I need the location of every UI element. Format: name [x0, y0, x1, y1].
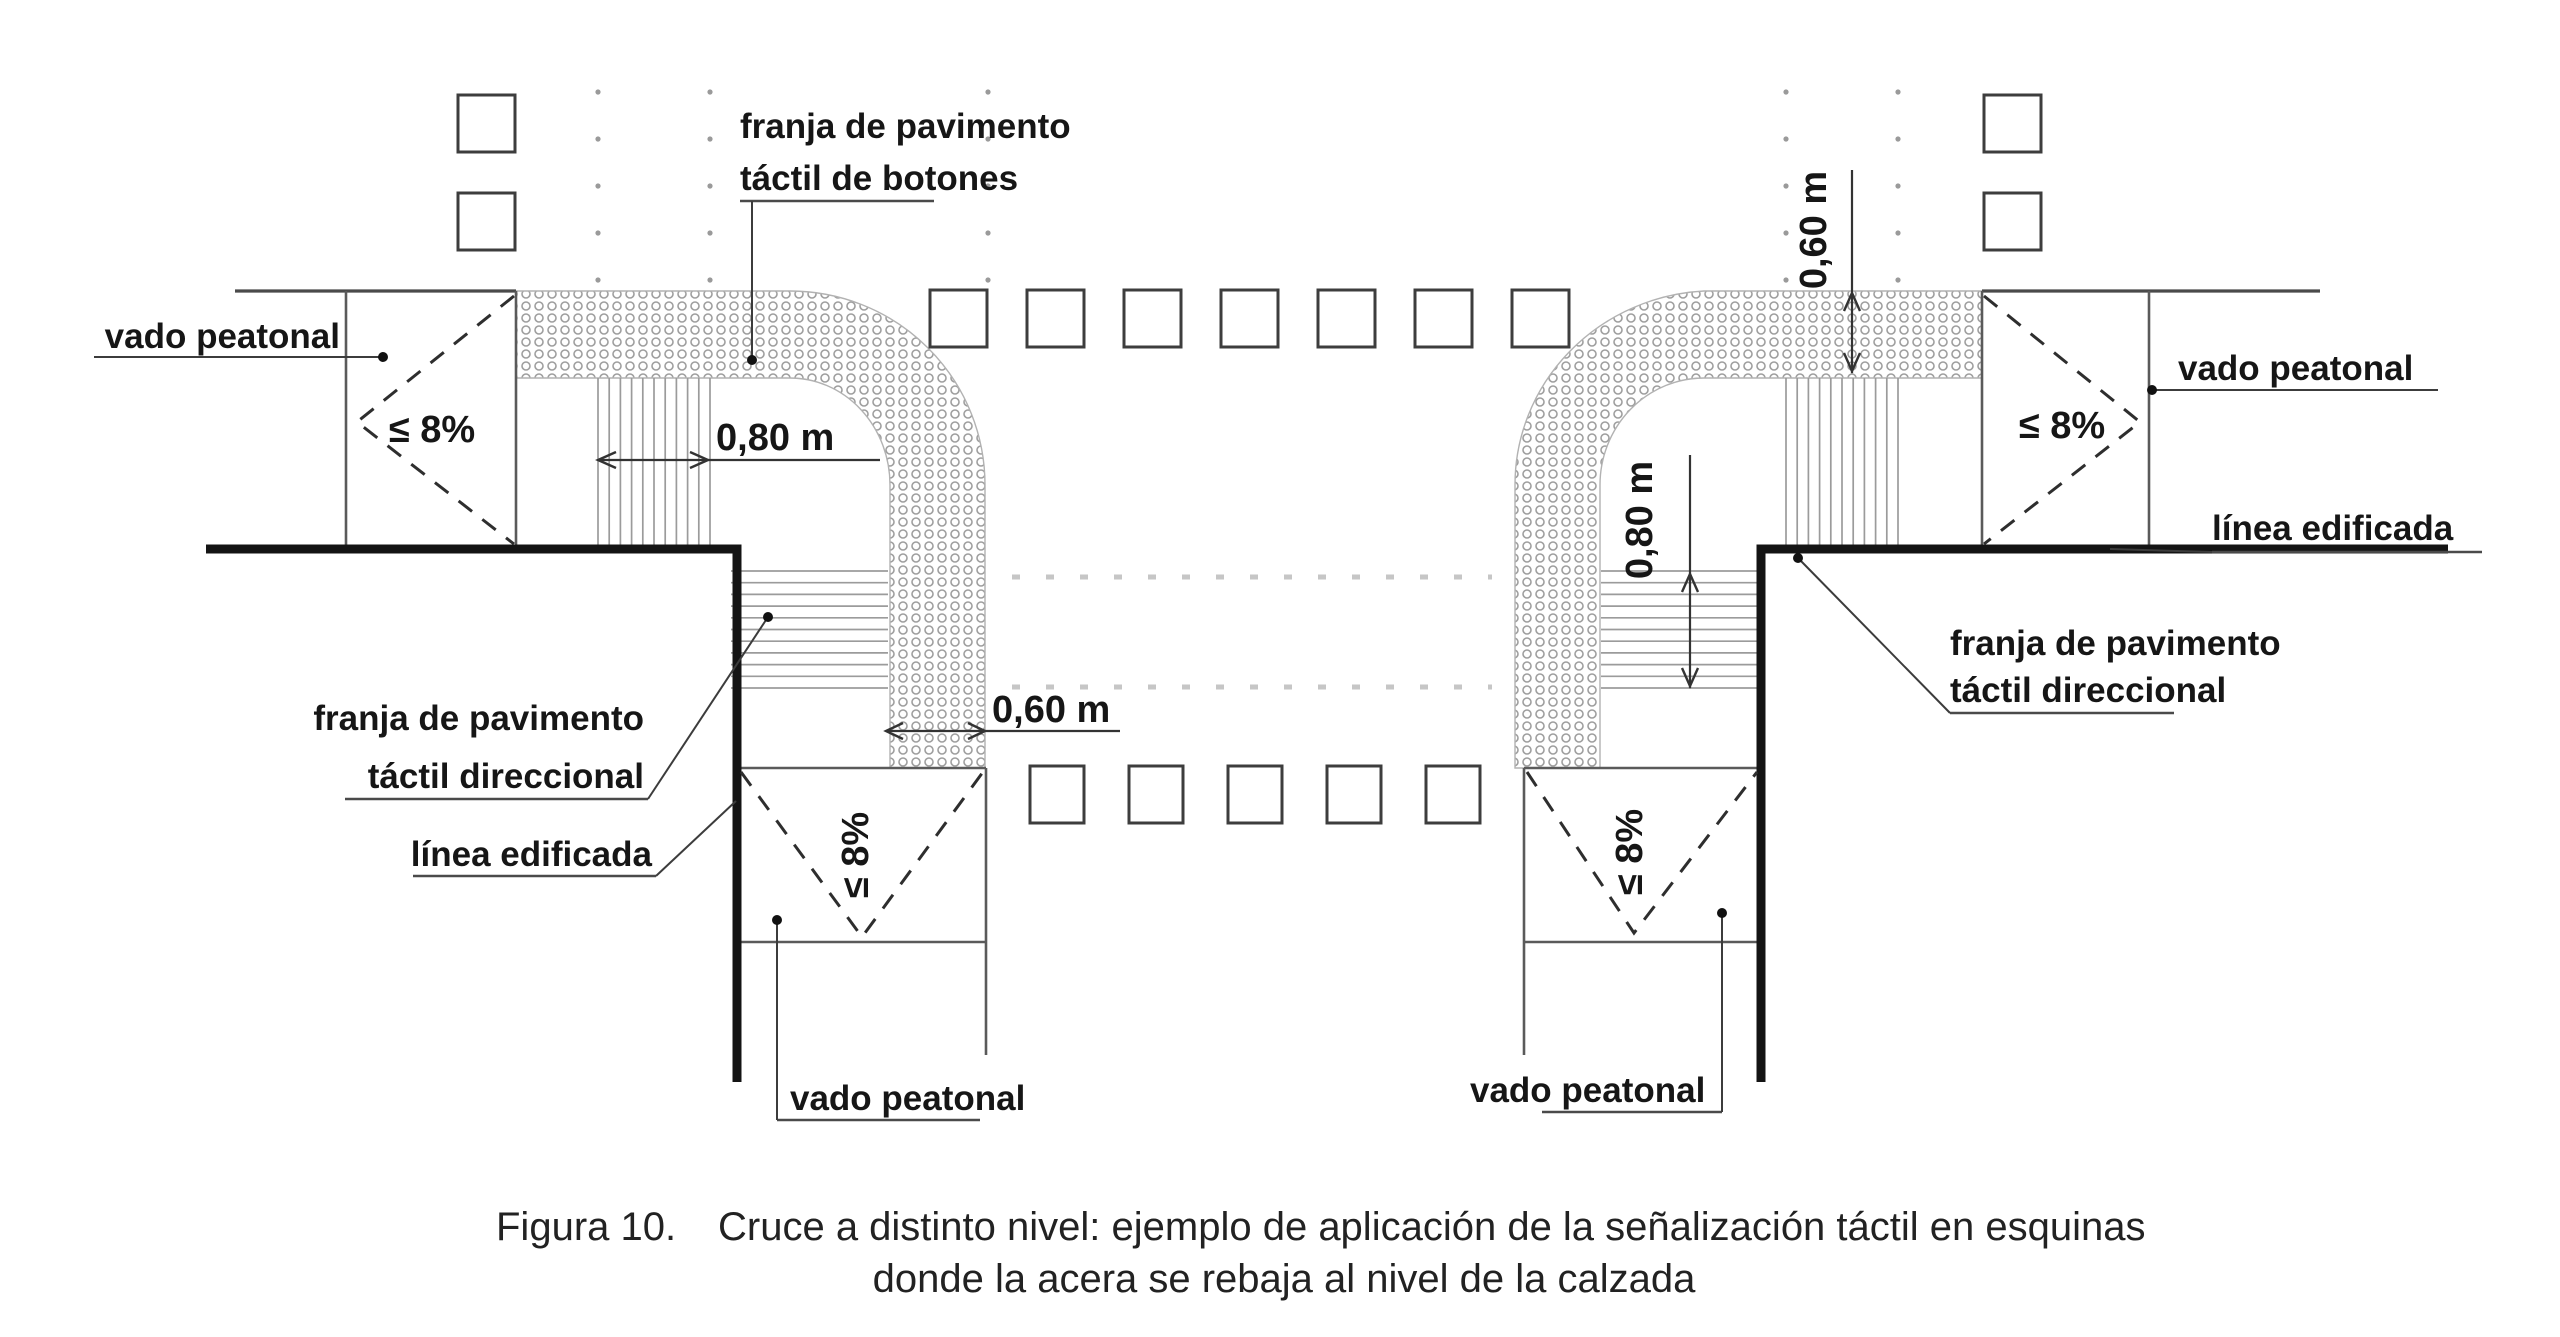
zebra-square: [1982, 93, 2043, 154]
dotted-projection-lines: [595, 89, 1901, 283]
caption-figure-number: Figura 10.: [496, 1205, 676, 1249]
botones-band-left: [515, 290, 986, 769]
zebra-square: [1028, 764, 1086, 825]
label-linea-edificada-right: línea edificada: [2109, 509, 2482, 554]
label-botones-line2: táctil de botones: [740, 159, 1018, 198]
slope-label-top-left: ≤ 8%: [389, 409, 475, 451]
zebra-square: [1424, 764, 1482, 825]
dim-080-right-text: 0,80 m: [1619, 461, 1661, 579]
zebra-square: [1316, 288, 1377, 349]
zebra-square: [1127, 764, 1185, 825]
building-line-right: [1756, 544, 2448, 1082]
building-line-left: [206, 544, 742, 1082]
label-vado-top-right-text: vado peatonal: [2178, 349, 2413, 388]
dimension-060-right: 0,60 m: [1793, 170, 1862, 374]
label-linea-edificada-left: línea edificada: [411, 800, 737, 878]
projection-dot: [707, 136, 713, 142]
slope-vee-bottom-left: [739, 771, 985, 940]
dimension-080-right: 0,80 m: [1619, 455, 1700, 689]
caption-line2: donde la acera se rebaja al nivel de la …: [873, 1257, 1697, 1301]
label-direccional-right: franja de pavimento táctil direccional: [1793, 553, 2281, 715]
vado-box-bottom-left: [738, 766, 988, 1055]
zebra-square: [1122, 288, 1183, 349]
projection-dot: [1895, 230, 1901, 236]
projection-dot: [595, 89, 601, 95]
label-direccional-left-line2: táctil direccional: [368, 757, 644, 796]
dim-060-left-text: 0,60 m: [992, 689, 1110, 731]
slope-vee-bottom-right: [1525, 771, 1759, 936]
projection-dot: [595, 230, 601, 236]
slope-label-bottom-left: ≤ 8%: [835, 812, 877, 898]
zebra-square: [456, 93, 517, 154]
zebra-square: [1510, 288, 1571, 349]
projection-dot: [707, 89, 713, 95]
vado-box-top-right: [1980, 291, 2151, 549]
zebra-square: [1025, 288, 1086, 349]
projection-dot: [1895, 136, 1901, 142]
caption: Figura 10. Cruce a distinto nivel: ejemp…: [496, 1205, 2146, 1301]
projection-dot: [985, 277, 991, 283]
zebra-crossing-squares: [456, 93, 2043, 825]
label-direccional-right-line1: franja de pavimento: [1950, 624, 2281, 663]
zebra-square: [1219, 288, 1280, 349]
vado-box-bottom-right: [1522, 766, 1758, 1055]
label-vado-bottom-left: vado peatonal: [772, 915, 1025, 1122]
projection-dot: [595, 183, 601, 189]
slope-label-bottom-right: ≤ 8%: [1609, 809, 1651, 895]
botones-band-right: [1514, 290, 1983, 769]
road-centre-dashes: [1012, 574, 1492, 690]
caption-line1: Cruce a distinto nivel: ejemplo de aplic…: [718, 1205, 2146, 1249]
projection-dot: [707, 277, 713, 283]
projection-dot: [595, 277, 601, 283]
label-vado-top-left: vado peatonal: [94, 317, 388, 362]
slope-vee-top-right: [1983, 294, 2143, 546]
label-linea-edificada-left-text: línea edificada: [411, 835, 653, 874]
projection-dot: [595, 136, 601, 142]
dim-080-left-text: 0,80 m: [716, 417, 834, 459]
projection-dot: [1783, 136, 1789, 142]
projection-dot: [707, 230, 713, 236]
label-vado-bottom-left-text: vado peatonal: [790, 1079, 1025, 1118]
direccional-strips: [597, 378, 1899, 689]
projection-dot: [1783, 277, 1789, 283]
label-direccional-right-line2: táctil direccional: [1950, 671, 2226, 710]
label-direccional-left-line1: franja de pavimento: [313, 699, 644, 738]
projection-dot: [1783, 183, 1789, 189]
label-vado-top-left-text: vado peatonal: [105, 317, 340, 356]
projection-dot: [985, 230, 991, 236]
label-botones-line1: franja de pavimento: [740, 107, 1071, 146]
label-vado-top-right: vado peatonal: [2147, 349, 2438, 395]
projection-dot: [1783, 89, 1789, 95]
slope-label-top-right: ≤ 8%: [2019, 405, 2105, 447]
projection-dot: [985, 89, 991, 95]
dimension-080-left: 0,80 m: [595, 417, 880, 470]
label-botones: franja de pavimento táctil de botones: [740, 107, 1071, 365]
label-direccional-left: franja de pavimento táctil direccional: [313, 612, 773, 801]
projection-dot: [707, 183, 713, 189]
dim-060-right-text: 0,60 m: [1793, 171, 1835, 289]
zebra-square: [1226, 764, 1284, 825]
zebra-square: [456, 191, 517, 252]
projection-dot: [1895, 89, 1901, 95]
zebra-square: [1325, 764, 1383, 825]
zebra-square: [1982, 191, 2043, 252]
vado-box-top-left: [344, 291, 518, 549]
slope-vee-top-left: [354, 294, 515, 546]
label-vado-bottom-right: vado peatonal: [1470, 908, 1727, 1114]
label-linea-edificada-right-text: línea edificada: [2212, 509, 2454, 548]
label-vado-bottom-right-text: vado peatonal: [1470, 1071, 1705, 1110]
zebra-square: [928, 288, 989, 349]
projection-dot: [1895, 277, 1901, 283]
dimension-060-left: 0,60 m: [883, 689, 1120, 741]
projection-dot: [1783, 230, 1789, 236]
projection-dot: [985, 136, 991, 142]
projection-dot: [985, 183, 991, 189]
zebra-square: [1413, 288, 1474, 349]
projection-dot: [1895, 183, 1901, 189]
